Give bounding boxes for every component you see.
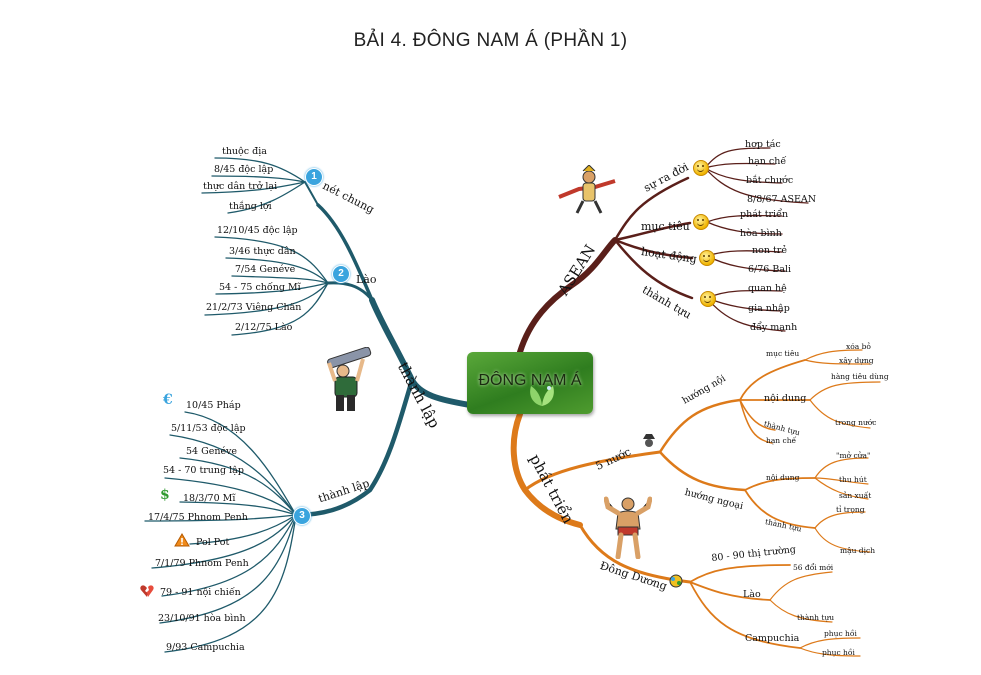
leaf-item: hàng tiêu dùng — [831, 372, 889, 381]
info-icon — [669, 574, 683, 588]
leaf-item: thắng lợi — [229, 201, 272, 212]
leaf-item: bắt chước — [746, 175, 794, 186]
smiley-icon — [693, 214, 709, 230]
leaf-item: 23/10/91 hòa bình — [158, 613, 246, 624]
leaf-item: phục hồi — [824, 629, 857, 638]
person-pillar-icon — [327, 347, 372, 411]
leaf-item: 79 - 91 nội chiến — [160, 587, 241, 598]
leaf-item: 6/76 Bali — [748, 264, 792, 275]
broken-heart-icon — [140, 585, 154, 597]
leaf-item: 7/54 Genéve — [235, 264, 296, 275]
spy-icon — [643, 434, 655, 447]
node-campuchia-dong-duong: Campuchia — [745, 633, 800, 644]
leaf-item: hòa bình — [740, 228, 782, 239]
leaf-item: xóa bỏ — [846, 342, 871, 351]
leaf-item: 54 Genéve — [186, 446, 238, 457]
leaf-item: 56 đổi mới — [793, 563, 834, 572]
leaf-icon — [530, 386, 554, 406]
leaf-item: Pol Pot — [196, 537, 230, 548]
node-lao: Lào — [356, 273, 377, 286]
leaf-item: thực dân trở lại — [203, 181, 278, 192]
leaf-item: 7/1/79 Phnom Penh — [155, 558, 249, 569]
smiley-icon — [693, 160, 709, 176]
leaf-item: tỉ trọng — [836, 505, 865, 514]
page-title: BẢI 4. ĐÔNG NAM Á (PHẦN 1) — [353, 30, 628, 51]
smiley-icon — [700, 291, 716, 307]
leaf-item: 8/8/67 ASEAN — [747, 194, 817, 205]
money-euro-icon: € — [163, 392, 173, 408]
leaf-item: sản xuất — [839, 491, 872, 500]
leaf-item: non trẻ — [752, 245, 787, 256]
strongman-icon — [604, 496, 652, 559]
leaf-item: 21/2/73 Viêng Chăn — [206, 302, 302, 313]
leaf-item: xây dựng — [839, 356, 874, 365]
node-muc-tieu-huong-noi: mục tiêu — [766, 349, 800, 358]
leaf-item: 54 - 75 chống Mĩ — [219, 282, 301, 293]
leaf-item: mậu dịch — [840, 546, 876, 555]
dollar-icon: $ — [160, 487, 170, 503]
badge-2-icon: 2 — [332, 265, 350, 283]
leaf-item: đẩy mạnh — [750, 322, 798, 333]
leaf-item: thu hút — [839, 475, 867, 484]
node-noi-dung-huong-ngoai: nội dung — [766, 473, 800, 482]
leaf-item: 17/4/75 Phnom Penh — [148, 512, 248, 523]
node-noi-dung-huong-noi: nội dung — [764, 393, 807, 404]
leaf-item: thành tựu — [797, 613, 835, 622]
leaf-item: thuộc địa — [222, 146, 267, 157]
leaf-item: 8/45 độc lập — [214, 164, 274, 175]
dancer-icon — [558, 165, 616, 214]
smiley-icon — [699, 250, 715, 266]
center-node[interactable]: ĐÔNG NAM Á — [467, 352, 593, 414]
leaf-item: gia nhập — [748, 303, 790, 314]
leaf-item: phục hồi — [822, 648, 855, 657]
leaf-item: 3/46 thực dân — [229, 246, 296, 257]
leaf-item: 12/10/45 độc lập — [217, 225, 298, 236]
leaf-item: 2/12/75 Lào — [235, 322, 293, 333]
leaf-item: 10/45 Pháp — [186, 400, 241, 411]
leaf-item: trong nước — [835, 418, 877, 427]
node-muc-tieu: mục tiêu — [641, 220, 690, 233]
leaf-item: "mở cửa" — [836, 451, 871, 460]
leaf-item: 9/93 Campuchia — [166, 642, 245, 653]
badge-3-icon: 3 — [293, 507, 311, 525]
warning-icon — [174, 533, 190, 547]
leaf-item: 18/3/70 Mĩ — [183, 493, 236, 504]
leaf-item: hợp tác — [745, 139, 781, 150]
leaf-item: 5/11/53 độc lập — [171, 423, 246, 434]
center-label: ĐÔNG NAM Á — [478, 372, 582, 389]
node-han-che: hạn chế — [766, 436, 797, 445]
badge-1-icon: 1 — [305, 168, 323, 186]
leaf-item: phát triển — [740, 209, 789, 220]
leaf-item: 54 - 70 trung lập — [163, 465, 244, 476]
leaf-item: quan hệ — [748, 283, 787, 294]
leaf-item: hạn chế — [748, 156, 787, 167]
node-lao-dong-duong: Lào — [743, 589, 761, 600]
